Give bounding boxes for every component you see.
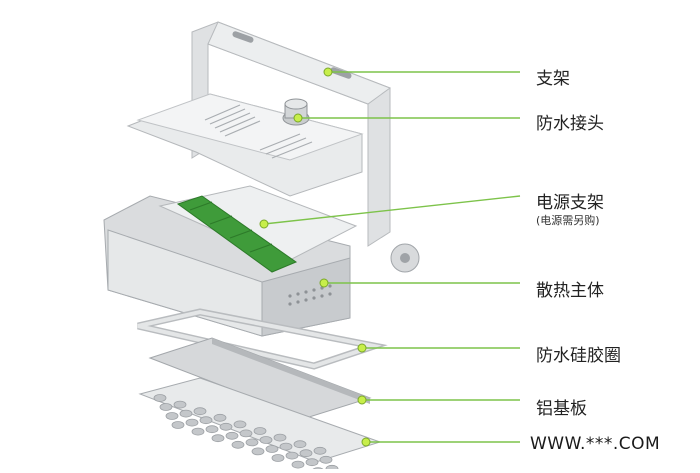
leader-aluminum-board-dot: [357, 395, 367, 405]
watermark: WWW.***.COM: [530, 434, 661, 454]
lens: [205, 425, 219, 434]
leader-heatsink-dot: [319, 278, 329, 288]
driver-bracket: [158, 185, 358, 273]
lens: [313, 446, 327, 455]
lens: [251, 447, 265, 456]
leader-driver-bracket: [263, 195, 521, 225]
label-gasket: 防水硅胶圈: [536, 346, 621, 366]
label-heatsink: 散热主体: [536, 281, 604, 301]
lens: [279, 442, 293, 451]
lens: [191, 427, 205, 436]
lens: [253, 427, 267, 435]
lens: [265, 445, 279, 453]
lens: [171, 421, 185, 429]
leader-connector-dot: [293, 113, 303, 123]
label-connector: 防水接头: [536, 114, 604, 134]
lens: [231, 440, 245, 449]
lens: [239, 429, 253, 438]
lens: [233, 420, 247, 429]
top-cover: [126, 93, 364, 197]
leader-bracket-dot: [323, 67, 333, 77]
lens: [213, 413, 227, 422]
lens: [219, 422, 233, 431]
label-driver-bracket: 电源支架: [536, 193, 604, 213]
lens: [185, 418, 199, 427]
lens: [325, 464, 339, 473]
lens: [285, 451, 299, 460]
lens: [165, 412, 179, 420]
lens: [173, 400, 187, 409]
label-bracket: 支架: [536, 69, 570, 89]
lens: [159, 403, 173, 411]
lens: [245, 438, 259, 447]
lens: [153, 394, 167, 402]
lens: [225, 431, 239, 440]
label-driver-note: (电源需另购): [536, 214, 600, 227]
leader-lines: [259, 67, 521, 447]
lens: [273, 433, 287, 442]
lens: [199, 416, 213, 425]
lens: [293, 440, 307, 449]
lens: [271, 454, 285, 462]
lens: [259, 436, 273, 444]
lens: [193, 407, 207, 416]
lens: [299, 449, 313, 458]
leader-gasket-dot: [357, 343, 367, 353]
lens: [179, 409, 193, 418]
label-aluminum-board: 铝基板: [536, 399, 587, 419]
silicone-gasket: [137, 308, 388, 370]
lens: [305, 458, 319, 467]
lens-boards: [138, 377, 382, 473]
lens: [211, 434, 225, 443]
lens: [291, 460, 305, 469]
lens: [319, 455, 333, 464]
leader-driver-bracket-dot: [259, 219, 269, 229]
leader-lens-dot: [361, 437, 371, 447]
